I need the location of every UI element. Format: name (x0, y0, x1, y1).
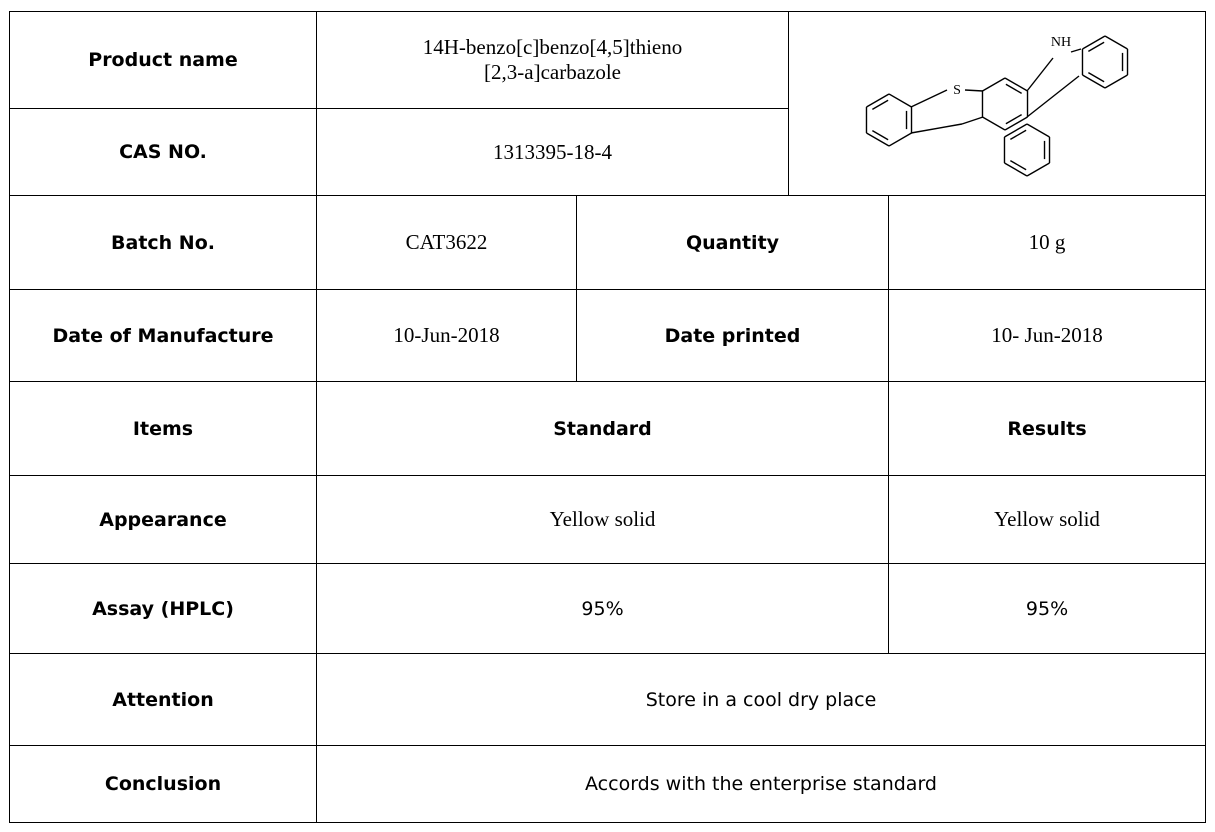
batch-row: Batch No. CAT3622 Quantity 10 g (9, 195, 1207, 290)
structure-bond (982, 77, 1006, 92)
structure-bond (1082, 74, 1106, 89)
structure-bond (1104, 74, 1128, 89)
structure-atom-label: NH (1051, 35, 1071, 50)
structure-bond (1070, 48, 1082, 53)
structure-bond (1004, 77, 1028, 92)
batch-label: Batch No. (9, 195, 317, 290)
structure-bond (1010, 129, 1027, 140)
structure-bond (866, 132, 890, 147)
structure-bond (1088, 72, 1105, 83)
cas-row: CAS NO. 1313395-18-4 (9, 108, 1206, 196)
conclusion-label: Conclusion (9, 745, 317, 823)
structure-bond (910, 89, 948, 108)
assay-label: Assay (HPLC) (9, 563, 317, 654)
attention-label: Attention (9, 653, 317, 746)
quantity-value: 10 g (888, 195, 1207, 290)
items-header: Items (9, 381, 317, 476)
attention-row: Attention Store in a cool dry place (9, 653, 1207, 746)
cas-value: 1313395-18-4 (315, 108, 790, 196)
standard-header: Standard (315, 381, 890, 476)
structure-bond (888, 132, 912, 147)
cas-label: CAS NO. (9, 108, 317, 196)
attention-value: Store in a cool dry place (315, 653, 1207, 746)
product-name-value: 14H-benzo[c]benzo[4,5]thieno [2,3-a]carb… (315, 11, 790, 109)
structure-bond (1005, 83, 1023, 94)
structure-bond (866, 93, 890, 108)
structure-bond (872, 99, 889, 110)
structure-bond (1104, 35, 1128, 50)
structure-bond (1004, 116, 1028, 131)
manufacture-date-label: Date of Manufacture (9, 289, 317, 382)
product-name-line1: 14H-benzo[c]benzo[4,5]thieno (422, 35, 683, 59)
assay-standard: 95% (315, 563, 890, 654)
structure-bond (1082, 35, 1106, 50)
product-name-line2: [2,3-a]carbazole (484, 60, 621, 84)
appearance-result: Yellow solid (888, 475, 1207, 564)
appearance-label: Appearance (9, 475, 317, 564)
assay-result: 95% (888, 563, 1207, 654)
structure-bond (961, 116, 984, 125)
structure-bond (982, 116, 1006, 131)
items-header-row: Items Standard Results (9, 381, 1207, 476)
batch-value: CAT3622 (316, 195, 577, 290)
structure-bond (872, 130, 889, 141)
structure-bond (1026, 75, 1080, 118)
appearance-row: Appearance Yellow solid Yellow solid (9, 475, 1207, 564)
structure-bond (1004, 123, 1028, 138)
structure-cell: S NH (788, 11, 1207, 196)
assay-row: Assay (HPLC) 95% 95% (9, 563, 1207, 654)
results-header: Results (888, 381, 1207, 476)
structure-bond (910, 123, 963, 134)
conclusion-row: Conclusion Accords with the enterprise s… (9, 745, 1207, 823)
structure-bond (1026, 162, 1050, 177)
structure-atom-label: S (953, 83, 961, 98)
structure-bond (1004, 162, 1028, 177)
dates-row: Date of Manufacture 10-Jun-2018 Date pri… (9, 289, 1207, 382)
structure-bond (964, 89, 984, 92)
coa-table: Product name 14H-benzo[c]benzo[4,5]thien… (9, 11, 1207, 823)
chemical-structure-image: S NH (865, 35, 1129, 177)
structure-bond (1026, 123, 1050, 138)
conclusion-value: Accords with the enterprise standard (315, 745, 1207, 823)
structure-bond (1010, 160, 1027, 171)
structure-bond (888, 93, 912, 108)
product-name-row: Product name 14H-benzo[c]benzo[4,5]thien… (9, 11, 1207, 196)
manufacture-date-value: 10-Jun-2018 (316, 289, 577, 382)
product-name-label: Product name (9, 11, 317, 109)
structure-bond (1088, 41, 1105, 52)
appearance-standard: Yellow solid (315, 475, 890, 564)
printed-date-value: 10- Jun-2018 (888, 289, 1207, 382)
quantity-label: Quantity (575, 195, 890, 290)
printed-date-label: Date printed (575, 289, 890, 382)
structure-bond (1026, 57, 1054, 92)
structure-bond (1005, 114, 1023, 125)
